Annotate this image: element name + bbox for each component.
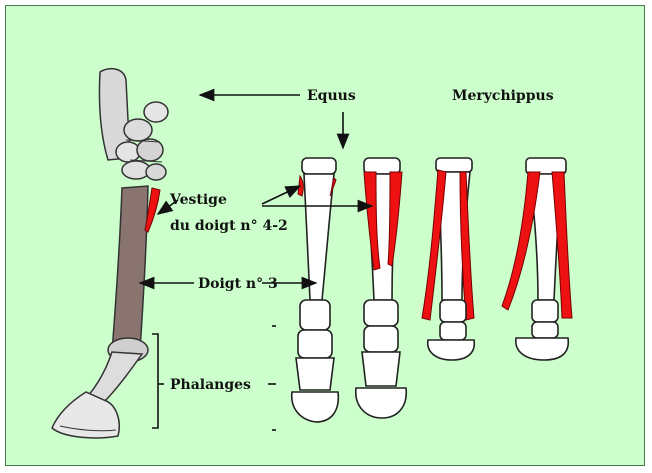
label-equus: Equus [307,88,356,104]
arrow-vestige-to-equus1 [262,186,300,204]
equus-leg-1 [292,158,339,422]
merychippus-leg-1 [422,158,474,360]
horse-leg-illustration [52,69,168,438]
equus-leg-2 [356,158,406,418]
cannon-bone [112,186,148,352]
label-vestige-line1: Vestige [169,192,227,208]
merychippus-leg-2 [502,158,572,360]
label-doigt3: Doigt n° 3 [198,276,278,292]
label-merychippus: Merychippus [452,88,554,104]
label-phalanges: Phalanges [170,377,251,393]
label-vestige-line2: du doigt n° 4-2 [170,218,288,234]
phalanges-bracket [152,334,158,428]
